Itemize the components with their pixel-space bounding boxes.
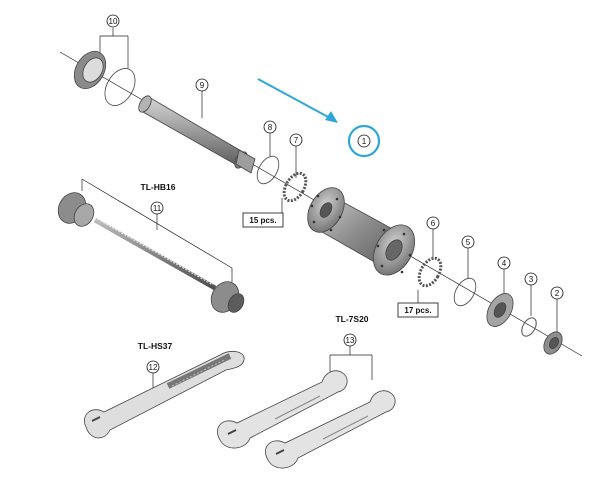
callout-2: 2 bbox=[550, 286, 564, 300]
qty-box-part6: 17 pcs. bbox=[397, 302, 439, 318]
callout-6: 6 bbox=[426, 216, 440, 230]
callout-5: 5 bbox=[461, 235, 475, 249]
part-6-bearing-balls bbox=[417, 256, 443, 288]
tool-label-hs37: TL-HS37 bbox=[138, 341, 173, 351]
callout-11: 11 bbox=[150, 201, 164, 215]
svg-text:3: 3 bbox=[529, 275, 534, 284]
svg-text:17 pcs.: 17 pcs. bbox=[404, 306, 431, 315]
tool-hb16-skewer bbox=[57, 192, 245, 313]
part-9-axle bbox=[138, 95, 256, 174]
svg-text:2: 2 bbox=[555, 289, 560, 298]
svg-text:6: 6 bbox=[431, 219, 436, 228]
part-5-seal bbox=[453, 277, 477, 307]
hub-shell bbox=[307, 187, 416, 276]
svg-text:11: 11 bbox=[153, 204, 162, 213]
callout-1-highlighted: 1 bbox=[347, 124, 381, 158]
tool-7s20-wrench-b bbox=[265, 390, 396, 469]
part-3-washer bbox=[521, 317, 537, 337]
qty-box-part7: 15 pcs. bbox=[242, 212, 284, 228]
tool-label-7s20: TL-7S20 bbox=[335, 314, 368, 324]
svg-text:8: 8 bbox=[268, 123, 273, 132]
callout-13: 13 bbox=[343, 333, 357, 347]
callout-7: 7 bbox=[289, 133, 303, 147]
part-2-locknut bbox=[543, 331, 563, 355]
part-7-bearing-balls bbox=[282, 171, 308, 203]
svg-text:4: 4 bbox=[502, 259, 507, 268]
svg-text:7: 7 bbox=[294, 136, 299, 145]
direction-arrow bbox=[257, 78, 338, 123]
callout-3: 3 bbox=[524, 272, 538, 286]
callout-8: 8 bbox=[263, 120, 277, 134]
svg-text:9: 9 bbox=[200, 81, 205, 90]
tool-hs37-wrench bbox=[84, 350, 245, 439]
tool-7s20-wrench-a bbox=[217, 370, 348, 449]
callout-10: 10 bbox=[106, 14, 120, 28]
callout-4: 4 bbox=[497, 256, 511, 270]
callout-12: 12 bbox=[146, 360, 160, 374]
svg-text:13: 13 bbox=[346, 336, 355, 345]
svg-text:5: 5 bbox=[466, 238, 471, 247]
svg-text:1: 1 bbox=[362, 137, 367, 146]
svg-text:15 pcs.: 15 pcs. bbox=[249, 216, 276, 225]
tool-label-hb16: TL-HB16 bbox=[141, 182, 176, 192]
svg-text:10: 10 bbox=[109, 17, 118, 26]
part-4-cone bbox=[486, 293, 514, 327]
part-10-locknut bbox=[73, 50, 136, 106]
part-8-dust-seal bbox=[256, 155, 280, 185]
callout-9: 9 bbox=[195, 78, 209, 92]
svg-text:12: 12 bbox=[149, 363, 158, 372]
